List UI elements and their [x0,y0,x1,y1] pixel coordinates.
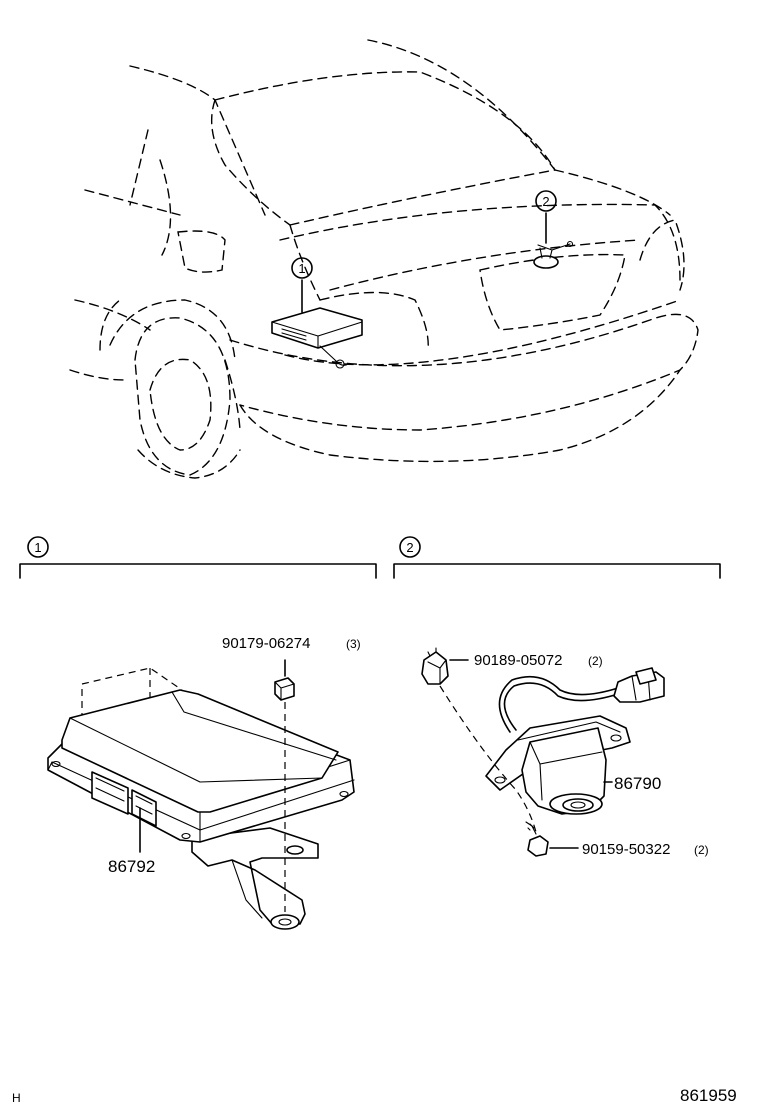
screw-part-number: 90159-50322 [582,841,670,858]
section-1-number: 1 [34,540,41,555]
camera-part-number: 86790 [614,774,661,793]
clip-quantity: (2) [588,654,603,668]
screw-quantity: (2) [694,843,709,857]
ecu-nut-part-number: 90179-06274 [222,635,310,652]
section-2-header: 2 [393,536,721,579]
car-callout-1: 1 [298,261,305,276]
footer-code: H [12,1091,21,1105]
car-callout-2: 2 [542,194,549,209]
camera-assembly-illustration [421,647,665,857]
diagram-number: 861959 [680,1086,737,1105]
ecu-nut-quantity: (3) [346,637,361,651]
section-2-number: 2 [406,540,413,555]
clip-part-number: 90189-05072 [474,652,562,669]
ecu-part-number: 86792 [108,857,155,876]
ecu-assembly-illustration [47,659,355,930]
car-rear-illustration: 1 2 [69,39,699,479]
section-1-header: 1 [19,536,377,579]
